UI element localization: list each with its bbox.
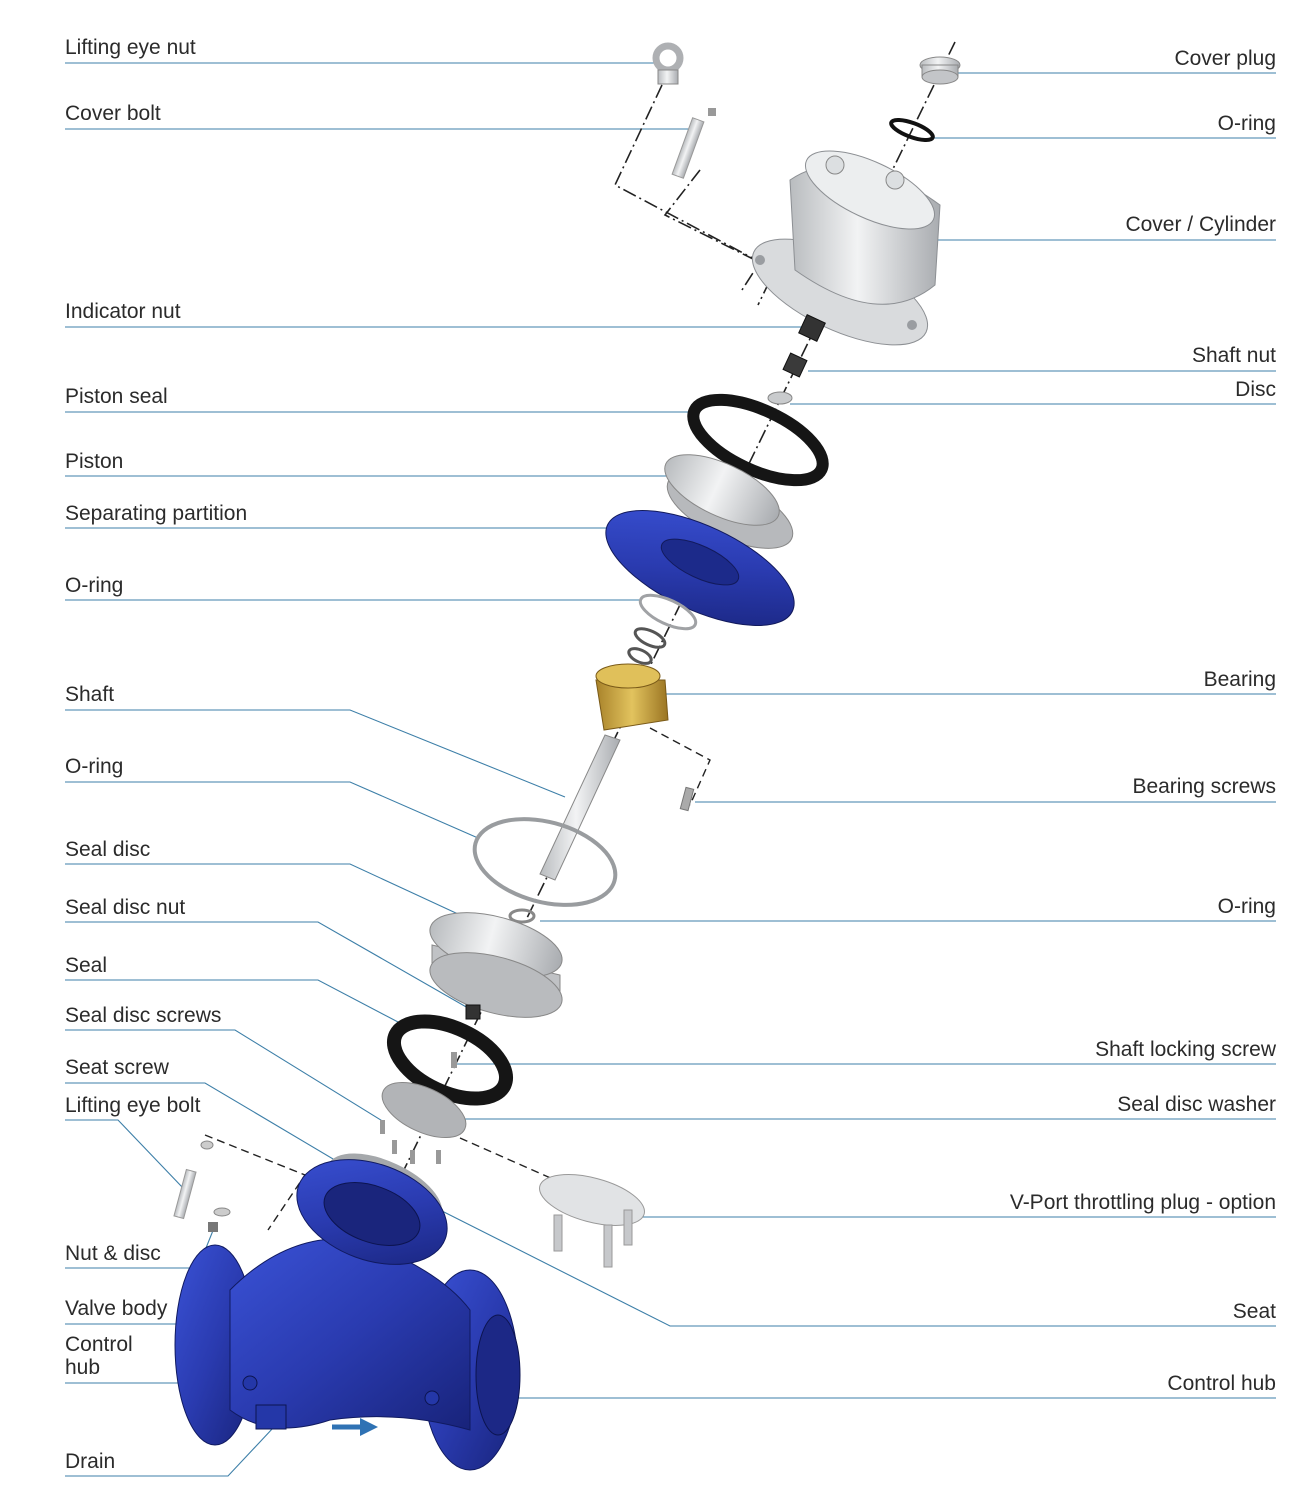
cover-cylinder: [751, 150, 941, 346]
leader-shaft: [65, 709, 566, 798]
label-o-ring-2: O-ring: [65, 755, 124, 778]
label-o-ring-right: O-ring: [1217, 895, 1276, 918]
label-seal-disc-screws: Seal disc screws: [65, 1004, 222, 1027]
label-seat-screw: Seat screw: [65, 1056, 169, 1079]
leader-lines-right: [432, 72, 1276, 1399]
bolt-axis-1: [613, 84, 762, 291]
v-port-axis: [459, 1137, 556, 1181]
seal-disc-nut: [465, 1004, 481, 1020]
disc: [767, 391, 793, 405]
label-control-hub-left: Control hub: [65, 1333, 133, 1379]
label-shaft-nut: Shaft nut: [1191, 344, 1276, 367]
label-drain: Drain: [65, 1450, 116, 1473]
seal: [386, 1014, 514, 1106]
label-seal-disc: Seal disc: [65, 838, 151, 861]
v-port-plug: [539, 1174, 645, 1268]
shaft: [539, 734, 621, 881]
leader-lines-left: [65, 62, 805, 1477]
valve-body: [174, 1159, 521, 1471]
o-ring-small-b: [627, 647, 653, 665]
label-nut-and-disc: Nut & disc: [65, 1242, 161, 1265]
label-seat: Seat: [1232, 1300, 1276, 1323]
o-ring-2: [472, 817, 618, 907]
label-v-port-plug: V-Port throttling plug - option: [1009, 1191, 1276, 1214]
piston: [664, 454, 794, 549]
seal-disc: [429, 912, 563, 1018]
leader-seat: [439, 1209, 1276, 1327]
shaft-nut: [782, 352, 808, 378]
leader-seal-disc-screws: [65, 1029, 385, 1123]
label-piston-seal: Piston seal: [65, 385, 168, 408]
label-seal-disc-washer: Seal disc washer: [1117, 1093, 1276, 1116]
leader-o-ring-2: [65, 781, 479, 839]
indicator-nut: [798, 314, 826, 342]
seal-disc-screws: [380, 1120, 441, 1164]
o-ring-small-a: [633, 627, 667, 649]
label-bearing: Bearing: [1203, 668, 1276, 691]
cover-plug: [919, 56, 961, 85]
cover-bolt: [671, 108, 716, 179]
leader-seat-screw: [65, 1082, 356, 1173]
bearing-screw-axis: [649, 727, 711, 806]
shaft-locking-screw: [451, 1052, 457, 1068]
piston-seal: [687, 393, 829, 487]
bearing: [595, 663, 669, 731]
lifting-eye-bolt: [173, 1140, 214, 1220]
leader-seal: [65, 979, 399, 1023]
label-lifting-eye-bolt: Lifting eye bolt: [65, 1094, 201, 1117]
label-o-ring-top: O-ring: [1217, 112, 1276, 135]
leader-seal-disc: [65, 863, 459, 915]
o-ring-top: [889, 118, 935, 142]
nut-and-disc: [208, 1207, 231, 1232]
label-indicator-nut: Indicator nut: [65, 300, 181, 323]
label-seal-disc-nut: Seal disc nut: [65, 896, 186, 919]
label-cover-cylinder: Cover / Cylinder: [1125, 213, 1276, 236]
label-o-ring-1: O-ring: [65, 574, 124, 597]
label-bearing-screws: Bearing screws: [1132, 775, 1276, 798]
label-valve-body: Valve body: [65, 1297, 168, 1320]
separating-partition: [605, 509, 795, 627]
bolt-axis-2: [663, 169, 777, 306]
label-separating-partition: Separating partition: [65, 502, 248, 525]
label-disc: Disc: [1235, 378, 1276, 401]
label-piston: Piston: [65, 450, 124, 473]
label-lifting-eye-nut: Lifting eye nut: [65, 36, 196, 59]
bearing-screw: [679, 786, 695, 812]
label-cover-bolt: Cover bolt: [65, 102, 161, 125]
label-shaft-locking-screw: Shaft locking screw: [1095, 1038, 1276, 1061]
leader-lifting-eye-bolt: [65, 1119, 184, 1189]
label-control-hub-right: Control hub: [1167, 1372, 1276, 1395]
leader-drain: [65, 1427, 274, 1477]
label-seal: Seal: [65, 954, 108, 977]
leader-seal-disc-nut: [65, 921, 469, 1009]
label-cover-plug: Cover plug: [1174, 47, 1276, 70]
seal-disc-washer: [381, 1081, 467, 1139]
o-ring-small-c: [508, 908, 536, 924]
label-shaft: Shaft: [65, 683, 115, 706]
flow-arrow: [332, 1418, 378, 1436]
lifting-eye-nut: [652, 42, 684, 85]
o-ring-1: [638, 593, 698, 631]
